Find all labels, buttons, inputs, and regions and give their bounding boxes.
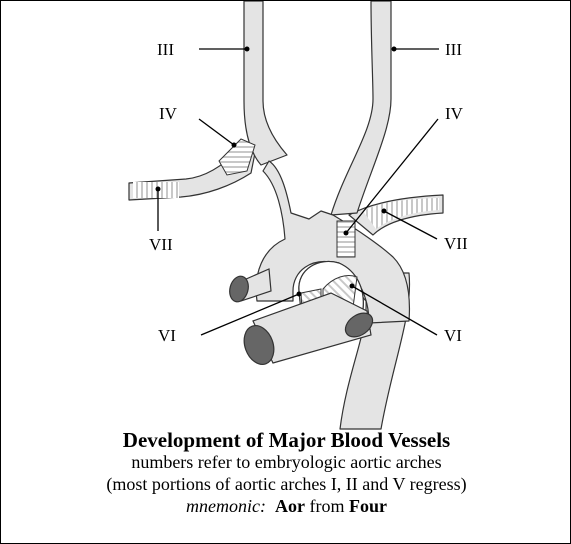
label-iii-right: III — [445, 40, 462, 59]
label-iv-right: IV — [445, 104, 464, 123]
leader-vii-right — [383, 210, 438, 240]
dot-vii-left — [155, 186, 161, 192]
mnemonic-word-four: Four — [348, 496, 387, 516]
caption-block: Development of Major Blood Vessels numbe… — [1, 428, 570, 517]
left-stub-end — [229, 275, 249, 303]
leader-vi-right — [351, 285, 438, 336]
label-vii-right: VII — [444, 234, 468, 253]
pulmonary-left-end — [243, 325, 275, 365]
label-vi-left: VI — [158, 326, 176, 345]
dot-vi-right — [349, 283, 355, 289]
leader-iv-right — [345, 118, 439, 234]
left-neck-vessel — [243, 1, 288, 166]
right-neck-vessel — [330, 1, 392, 216]
dot-iii-right — [391, 46, 397, 52]
left-iv-stripe — [218, 138, 256, 176]
label-iii-left: III — [157, 40, 174, 59]
mnemonic-from: from — [309, 496, 345, 516]
dot-iii-left — [244, 46, 250, 52]
diagram-title: Development of Major Blood Vessels — [122, 428, 451, 452]
mnemonic-word-aor: Aor — [274, 496, 305, 516]
right-iv-stripe — [336, 220, 356, 258]
dot-iv-right — [343, 230, 349, 236]
mnemonic-label: mnemonic: — [186, 496, 266, 516]
label-vii-left: VII — [149, 235, 173, 254]
dot-iv-left — [231, 142, 237, 148]
dot-vii-right — [381, 208, 387, 214]
blood-vessel-diagram: III III IV IV VII VII VI VI — [128, 1, 468, 430]
caption-line-2: (most portions of aortic arches I, II an… — [106, 474, 467, 494]
mnemonic-line: mnemonic: Aor from Four — [1, 495, 570, 517]
leader-vi-left — [200, 293, 300, 336]
leader-iv-left — [198, 118, 235, 146]
caption-line-1: numbers refer to embryologic aortic arch… — [131, 452, 442, 472]
label-vi-right: VI — [444, 326, 462, 345]
pulmonary-right-end — [344, 312, 374, 338]
label-iv-left: IV — [159, 104, 178, 123]
dot-vi-left — [296, 291, 302, 297]
right-vii-stripe — [363, 198, 439, 229]
